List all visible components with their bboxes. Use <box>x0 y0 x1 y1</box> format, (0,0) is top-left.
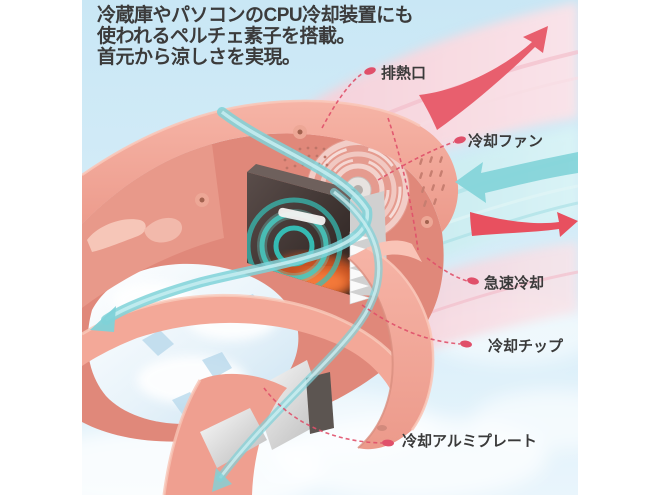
back-panel <box>82 144 224 308</box>
headline-line-1: 冷蔵庫やパソコンのCPU冷却装置にも <box>97 5 414 26</box>
shell-hole <box>377 425 387 431</box>
headline-line-3: 首元から涼しさを実現。 <box>97 47 301 68</box>
top-band <box>82 100 459 233</box>
leader-chip <box>361 304 461 345</box>
illustration-area: 冷蔵庫やパソコンのCPU冷却装置にも 使われるペルチェ素子を搭載。 首元から涼し… <box>82 0 578 495</box>
leader-exhaust <box>321 72 364 129</box>
leader-through-device <box>387 117 419 251</box>
cool-intake-arrow <box>455 152 578 203</box>
panel-cutout-slot <box>87 219 146 252</box>
flow-arrows <box>419 26 578 237</box>
chip-top-face <box>247 164 356 200</box>
ribbon-arrowhead <box>90 306 116 332</box>
hot-exhaust-arrow-right <box>470 212 578 237</box>
callout-dots <box>364 67 479 447</box>
leader-fan <box>377 141 455 181</box>
callout-exhaust-port: 排熱口 <box>381 65 427 82</box>
callout-aluminum-plate: 冷却アルミプレート <box>402 433 537 450</box>
neck-cooler-device <box>82 99 459 495</box>
headline-line-2: 使われるペルチェ素子を搭載。 <box>97 26 356 47</box>
callout-leader-lines <box>263 72 468 444</box>
dark-connector <box>306 372 334 434</box>
hinge-plate <box>200 408 267 468</box>
front-ring <box>82 295 415 434</box>
neck-arm <box>162 373 287 495</box>
cool-air-ribbons <box>90 107 383 492</box>
panel-cutout-blob <box>144 217 183 243</box>
leader-rapid <box>426 257 468 282</box>
callout-rapid-cooling: 急速冷却 <box>484 275 545 292</box>
side-vents <box>419 156 445 207</box>
callout-cooling-chip: 冷却チップ <box>488 338 564 355</box>
leader-plate <box>263 387 383 444</box>
hot-exhaust-arrow <box>419 26 548 130</box>
chip-plate-edge <box>278 207 326 226</box>
neck-cooler-exploded-diagram <box>82 0 578 495</box>
callout-cooling-fan: 冷却ファン <box>468 133 544 150</box>
headline: 冷蔵庫やパソコンのCPU冷却装置にも 使われるペルチェ素子を搭載。 首元から涼し… <box>97 5 414 68</box>
